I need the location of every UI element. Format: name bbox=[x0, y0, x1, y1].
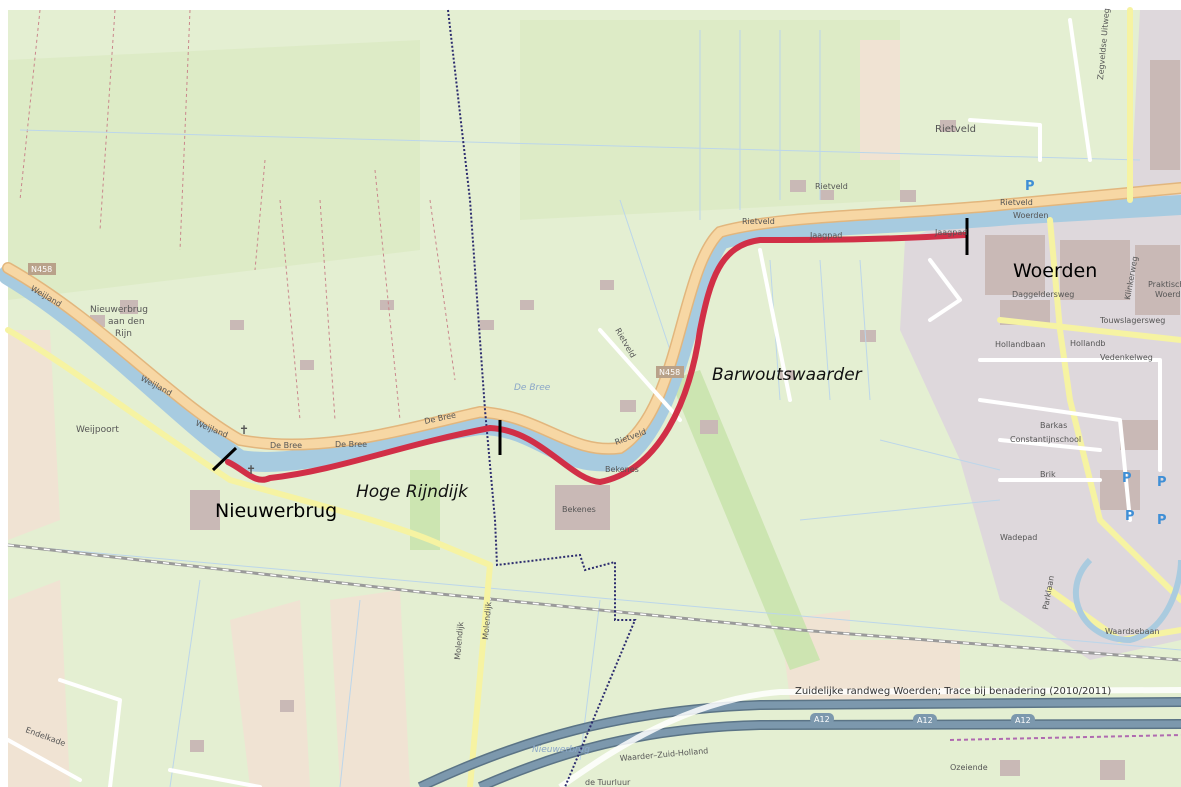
n458-shield-1 bbox=[28, 263, 56, 275]
label-bekenes-2: Bekenes bbox=[562, 505, 596, 514]
label-a12-1: A12 bbox=[814, 715, 830, 724]
svg-text:P: P bbox=[1157, 475, 1167, 490]
oude-rijn-canal bbox=[0, 195, 1181, 472]
railway bbox=[7, 543, 1181, 662]
route-hoge-rijndijk[interactable] bbox=[225, 232, 968, 485]
label-jaagpad-2: Jaagpad bbox=[934, 228, 967, 237]
a12-shield-1 bbox=[810, 713, 834, 724]
label-rietveld-2: Rietveld bbox=[742, 217, 775, 226]
label-de-bree-1: De Bree bbox=[270, 441, 302, 450]
field-lines bbox=[7, 30, 1181, 787]
label-jaagpad-1: Jaagpad bbox=[809, 231, 842, 240]
svg-text:P: P bbox=[1125, 509, 1135, 524]
label-a12-3: A12 bbox=[1015, 716, 1031, 725]
label-waardsebaan: Waardsebaan bbox=[1105, 627, 1159, 636]
minor-roads bbox=[6, 18, 1162, 787]
label-a12-2: A12 bbox=[917, 716, 933, 725]
label-barkas: Barkas bbox=[1040, 421, 1067, 430]
label-molendijk-1: Molendijk bbox=[453, 621, 465, 660]
label-brik: Brik bbox=[1040, 470, 1056, 479]
a12-shield-2 bbox=[913, 714, 937, 725]
a12-motorway[interactable] bbox=[417, 687, 1181, 787]
buildings bbox=[90, 60, 1180, 780]
label-weijpoort: Weijpoort bbox=[76, 425, 119, 435]
label-zuidelijke-randweg: Zuidelijke randweg Woerden; Trace bij be… bbox=[795, 686, 1111, 697]
ditches bbox=[19, 9, 456, 421]
label-nieuwerbrug-water: Nieuwerbrug bbox=[532, 745, 590, 755]
label-barwoutswaarder: Barwoutswaarder bbox=[712, 365, 863, 385]
a12-shield-3 bbox=[1011, 714, 1035, 725]
label-constantijnschool: Constantijnschool bbox=[1010, 435, 1081, 444]
label-de-bree-water: De Bree bbox=[514, 383, 551, 393]
label-n458-1: N458 bbox=[31, 265, 52, 274]
church-icon: ✝ ✝ bbox=[239, 423, 256, 477]
svg-text:✝: ✝ bbox=[246, 463, 256, 477]
label-rijn: Rijn bbox=[115, 329, 132, 339]
label-aan-den: aan den bbox=[108, 317, 145, 327]
svg-text:✝: ✝ bbox=[239, 423, 249, 437]
svg-text:P: P bbox=[1122, 471, 1132, 486]
label-hollandbaan: Hollandbaan bbox=[995, 340, 1045, 349]
label-nieuwerbrug: Nieuwerbrug bbox=[215, 500, 337, 522]
route-start-marker bbox=[211, 446, 238, 472]
n458-shield-2 bbox=[656, 366, 684, 378]
label-wadepad: Wadepad bbox=[1000, 533, 1037, 542]
n458-road[interactable] bbox=[3, 183, 1181, 454]
label-hollandb: Hollandb bbox=[1070, 339, 1105, 348]
label-tuurluur: de Tuurluur bbox=[585, 778, 631, 787]
label-touwslagersweg: Touwslagersweg bbox=[1099, 316, 1165, 325]
label-hoge-rijndijk: Hoge Rijndijk bbox=[356, 482, 469, 502]
label-vedenkelweg: Vedenkelweg bbox=[1100, 353, 1153, 362]
label-rietveld-village: Rietveld bbox=[935, 124, 976, 135]
label-rietveld-3: Rietveld bbox=[815, 182, 848, 191]
parking-icon: P P P P P bbox=[1025, 179, 1167, 528]
label-praktisch-1: Praktisch bbox=[1148, 280, 1181, 289]
label-woerden-street: Woerden bbox=[1013, 211, 1048, 220]
label-de-bree-2: De Bree bbox=[335, 440, 367, 449]
woerden-moat bbox=[1072, 557, 1181, 644]
route-markers bbox=[211, 218, 969, 472]
label-n458-2: N458 bbox=[659, 368, 680, 377]
label-woerden: Woerden bbox=[1013, 260, 1097, 282]
label-molendijk-2: Molendijk bbox=[481, 601, 493, 640]
svg-text:P: P bbox=[1025, 179, 1035, 194]
label-ozeiende: Ozeiende bbox=[950, 763, 988, 772]
label-nieuwerbrug-aan-den-rijn: Nieuwerbrug bbox=[90, 305, 148, 315]
label-bekenes-1: Bekenes bbox=[605, 465, 639, 474]
label-rietveld-4: Rietveld bbox=[1000, 198, 1033, 207]
svg-text:P: P bbox=[1157, 513, 1167, 528]
municipal-boundary bbox=[447, 9, 1181, 787]
field-patches bbox=[8, 20, 960, 787]
label-praktisch-2: Woerd bbox=[1155, 290, 1180, 299]
label-daggeldersweg: Daggeldersweg bbox=[1012, 290, 1074, 299]
secondary-roads bbox=[5, 7, 1181, 787]
